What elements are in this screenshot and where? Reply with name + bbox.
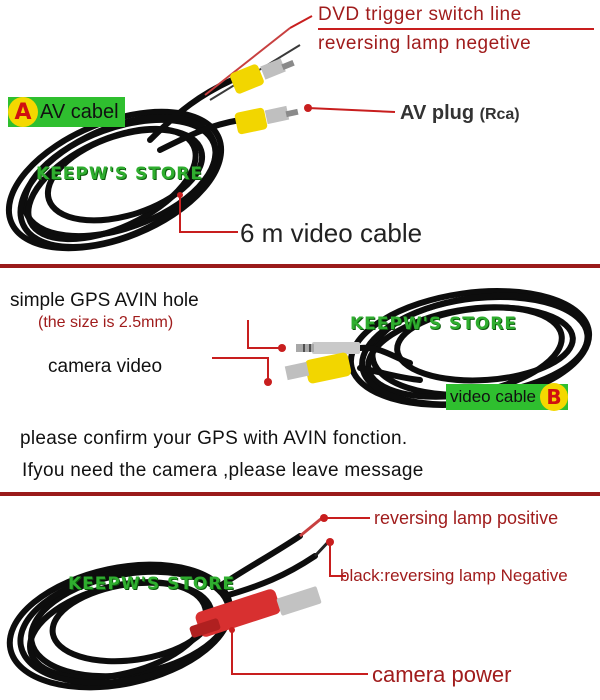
camera-message-note: Ifyou need the camera ,please leave mess…: [22, 460, 424, 481]
dc-power-plug: [189, 586, 322, 638]
store-watermark: KEEPW'S STORE: [350, 314, 517, 334]
badge-letter-a: A: [8, 97, 38, 127]
av-cable-badge-label: AV cabel: [40, 100, 119, 123]
reversing-negative-label: reversing lamp negetive: [318, 33, 532, 54]
reversing-positive-label: reversing lamp positive: [374, 508, 559, 528]
leader-lines: [212, 320, 282, 382]
store-watermark: KEEPW'S STORE: [68, 574, 235, 594]
cable-coil: [6, 533, 318, 691]
camera-video-label: camera video: [48, 356, 163, 377]
jack-2-5mm: [296, 342, 360, 354]
leader-lines: [179, 15, 396, 233]
leader-lines: [231, 517, 370, 675]
badge-letter-b: B: [540, 383, 569, 411]
store-watermark: KEEPW'S STORE: [36, 164, 203, 184]
video-cable-badge: video cable B: [446, 383, 569, 411]
av-cable-badge: A AV cabel: [8, 97, 125, 127]
gps-cable-panel: simple GPS AVIN hole (the size is 2.5mm)…: [0, 268, 600, 490]
av-plug-label: AV plug (Rca): [400, 102, 520, 125]
section-divider: [0, 492, 600, 496]
gps-avin-hole-label: simple GPS AVIN hole: [10, 290, 199, 311]
rca-plug-upper: [230, 58, 295, 94]
av-plug-suffix: (Rca): [479, 106, 520, 123]
video-cable-badge-label: video cable: [450, 387, 537, 406]
dvd-trigger-underline: [318, 28, 594, 30]
power-cable-illustration: [6, 514, 370, 691]
rca-plug-camera-video: [284, 352, 352, 384]
av-plug-text: AV plug: [400, 102, 475, 124]
rca-plug-lower: [234, 105, 299, 135]
dvd-trigger-label: DVD trigger switch line: [318, 4, 522, 25]
power-cable-panel: reversing lamp positive black:reversing …: [0, 496, 600, 700]
jack-size-label: (the size is 2.5mm): [38, 314, 174, 331]
cable-coil: [5, 77, 243, 252]
av-cable-panel: DVD trigger switch line reversing lamp n…: [0, 0, 600, 262]
reversing-negative-label: black:reversing lamp Negative: [340, 566, 568, 585]
av-cable-illustration: [5, 15, 396, 252]
video-cable-length-label: 6 m video cable: [240, 218, 423, 248]
camera-power-label: camera power: [372, 662, 512, 687]
section-divider: [0, 264, 600, 268]
avin-confirm-note: please confirm your GPS with AVIN foncti…: [20, 428, 408, 449]
